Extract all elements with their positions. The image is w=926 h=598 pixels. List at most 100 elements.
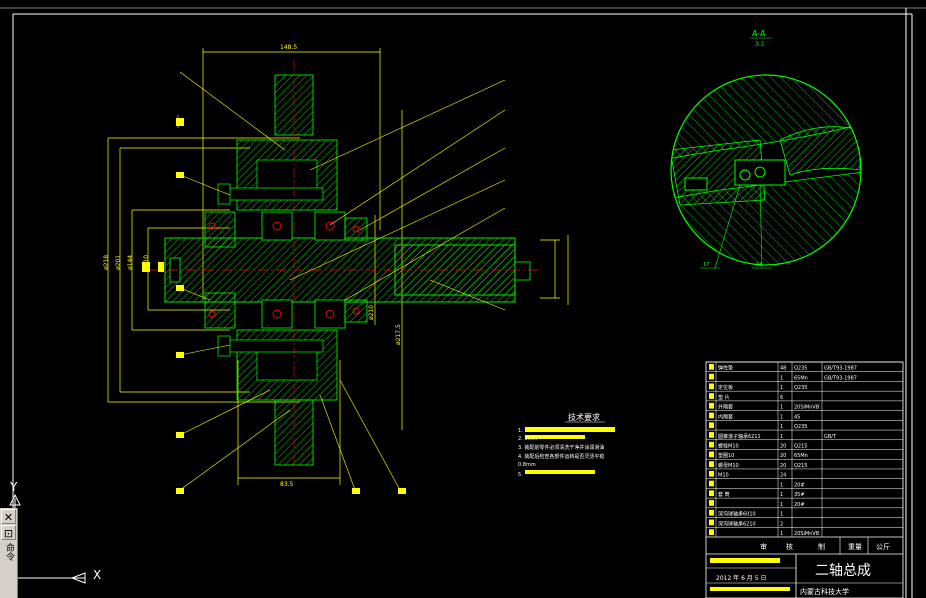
bom-row-index — [709, 402, 714, 409]
detail-label-18: 18 — [756, 262, 762, 268]
bom-cell-mat: 35# — [794, 492, 805, 498]
bom-row-index — [709, 529, 714, 535]
bom-cell-qty: 20 — [780, 444, 786, 450]
bom-cell-mat: Q235 — [794, 424, 807, 430]
bom-row-index — [709, 461, 714, 467]
col-kg: 公斤 — [876, 542, 890, 551]
bom-row-index — [709, 509, 714, 516]
command-label: 命令 — [4, 543, 14, 561]
dim-right-mid: ø210 — [368, 305, 375, 320]
bom-cell-qty: 1 — [780, 512, 783, 518]
bom-row-index — [709, 480, 714, 487]
bom-cell-std: GB/T93-1987 — [824, 366, 857, 372]
col-weight: 重量 — [848, 543, 862, 551]
bom-cell-qty: 1 — [780, 482, 783, 488]
technical-requirements: 技术要求 1. 2. 3mm 3. 装配前零件必须清洗干净并涂润滑油 4. 装配… — [518, 412, 615, 478]
detail-label-17: 17 — [703, 262, 709, 268]
ucs-y-label: Y — [10, 480, 18, 494]
bom-cell-mat: Q215 — [794, 444, 807, 450]
bom-cell-mat: Q215 — [794, 463, 807, 469]
title-row-label-2: 核 — [786, 542, 793, 551]
bom-cell-name: 螺栓M10 — [718, 443, 739, 450]
pin-icon[interactable]: ⊡ — [1, 525, 16, 540]
bom-cell-mat: Q235 — [794, 385, 807, 391]
bom-cell-name: 圆锥滚子轴承6211 — [718, 433, 761, 440]
bom-cell-qty: 1 — [780, 385, 783, 391]
bom-cell-qty: 24 — [780, 473, 786, 479]
bom-row-index — [709, 422, 714, 429]
bom-cell-mat: 45 — [794, 414, 800, 420]
dim-top: 148.5 — [280, 44, 297, 51]
bom-cell-mat: 20# — [794, 482, 805, 488]
bom-cell-name: 螺母M10 — [718, 462, 739, 469]
bom-cell-name: 深沟球轴承6010 — [718, 511, 756, 518]
bom-cell-name: 套 筒 — [718, 491, 730, 498]
tech-req-line-2: 2. 3mm — [518, 436, 537, 442]
section-scale: 3:1 — [755, 41, 765, 48]
bom-cell-std: GB/T93-1987 — [824, 375, 857, 381]
bom-cell-mat: 65Mn — [794, 453, 808, 459]
title-row-label-3: 制 — [818, 542, 825, 551]
bom-cell-qty: 1 — [780, 434, 783, 440]
date: 2012 年 6 月 5 日 — [716, 574, 766, 582]
bom-cell-qty: 1 — [780, 492, 783, 498]
ucs-icon — [9, 493, 86, 584]
ucs-x-label: X — [93, 568, 102, 582]
school-name: 内蒙古科技大学 — [800, 587, 849, 596]
bom-cell-mat: 65Mn — [794, 375, 808, 381]
bom-row-index — [709, 373, 714, 380]
tech-req-line-1: 1. — [518, 428, 523, 434]
bom-row-index — [709, 393, 714, 399]
bom-cell-qty: 6 — [780, 395, 783, 401]
dim-left-1: ø218 — [103, 255, 110, 270]
bom-row-index — [709, 412, 714, 419]
bom-cell-qty: 2 — [780, 521, 783, 527]
bom-row-index — [709, 470, 714, 477]
section-title: A-A — [752, 29, 766, 38]
title-row-label: 审 — [760, 542, 785, 551]
bom-cell-mat: Q235 — [794, 366, 807, 372]
bom-row-index — [709, 490, 714, 497]
bom-cell-qty: 20 — [780, 453, 786, 459]
bom-cell-name: 垫 片 — [718, 394, 730, 401]
bom-cell-qty: 1 — [780, 424, 783, 430]
bom-cell-name: 外隔套 — [718, 404, 733, 411]
bom-row-index — [709, 432, 714, 438]
dim-left-2: ø201 — [115, 255, 122, 270]
bom-cell-name: 内隔套 — [718, 413, 733, 420]
close-icon[interactable]: ✕ — [1, 509, 16, 524]
bom-cell-mat: 20SiMnVB — [794, 531, 820, 537]
tech-req-line-4: 4. 装配后检查各部件运转是否灵活平稳 — [518, 453, 604, 460]
bom-cell-mat: 20# — [794, 502, 805, 508]
bom-cell-qty: 1 — [780, 502, 783, 508]
command-palette-toolbar: ✕ ⊡ 命令 — [0, 508, 18, 598]
bom-row-index — [709, 500, 714, 506]
tech-req-line-5: 0.8mm — [518, 462, 536, 468]
bom-cell-qty: 1 — [780, 414, 783, 420]
bom-row-index — [709, 451, 714, 458]
bom-cell-name: 定位板 — [718, 384, 733, 391]
bom-row-index — [709, 364, 714, 370]
bom-cell-mat: 20SiMnVB — [794, 405, 820, 411]
assembly-section-view: 148.5 83.5 ø218 ø201 ø144 ø110 ø210 ø217… — [103, 44, 569, 494]
bom-row-index — [709, 441, 714, 448]
bom-cell-qty: 1 — [780, 375, 783, 381]
bom-cell-std: GB/T — [824, 434, 837, 440]
dim-bottom: 83.5 — [280, 481, 294, 488]
bom-cell-name: 深沟球轴承6210 — [718, 520, 756, 527]
dim-left-3: ø144 — [127, 255, 134, 270]
tech-req-title: 技术要求 — [568, 412, 600, 422]
bom-cell-qty: 48 — [780, 366, 786, 372]
bom-cell-name: M10 — [718, 473, 729, 479]
drawing-title: 二轴总成 — [815, 563, 871, 579]
bom-cell-name: 弹性垫 — [718, 365, 733, 372]
section-a-a-detail: A-A 3:1 17 18 — [670, 29, 862, 269]
tech-req-line-3: 3. 装配前零件必须清洗干净并涂润滑油 — [518, 444, 604, 451]
tech-req-line-6: 5. — [518, 472, 523, 478]
bom-cell-name: 垫圈10 — [718, 452, 734, 459]
dim-right-big: ø217.5 — [395, 324, 402, 345]
drawing-frame — [0, 7, 926, 598]
